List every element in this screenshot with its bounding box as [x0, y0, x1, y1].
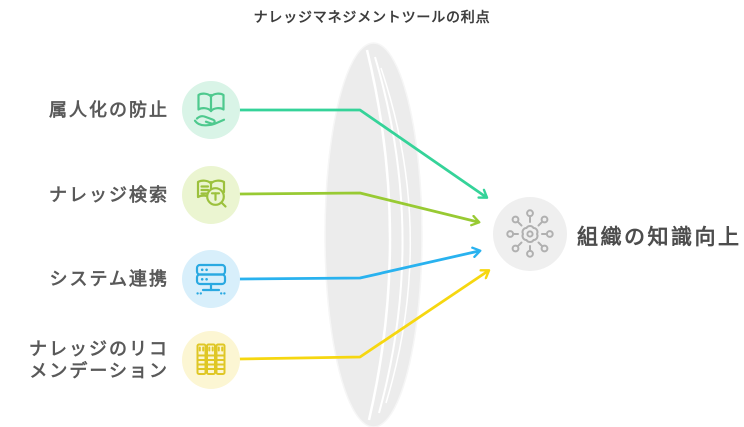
benefit-item-knowledge-recommendation: ナレッジのリコ メンデーション — [0, 320, 240, 400]
arrow-book-search — [238, 191, 481, 227]
benefit-label: ナレッジのリコ メンデーション — [29, 338, 169, 382]
lens-shape — [324, 42, 423, 427]
arrow-server — [238, 246, 482, 281]
book-on-hand-icon — [182, 81, 240, 139]
benefit-item-personalization-prevention: 属人化の防止 — [0, 70, 240, 150]
diagram-title: ナレッジマネジメントツールの利点 — [253, 9, 491, 25]
benefit-item-system-integration: システム連携 — [0, 239, 240, 319]
server-icon — [182, 250, 240, 308]
books-icon — [182, 331, 240, 389]
arrow-books — [236, 269, 491, 361]
benefit-item-knowledge-search: ナレッジ検索 — [0, 155, 240, 235]
benefit-label: 属人化の防止 — [49, 99, 169, 120]
benefit-label: ナレッジ検索 — [49, 184, 169, 205]
result-label: 組織の知識向上 — [577, 226, 742, 249]
benefit-label: システム連携 — [49, 268, 169, 289]
book-search-icon — [182, 166, 240, 224]
network-hub-icon — [493, 197, 567, 271]
arrow-book-on-hand — [238, 108, 489, 199]
